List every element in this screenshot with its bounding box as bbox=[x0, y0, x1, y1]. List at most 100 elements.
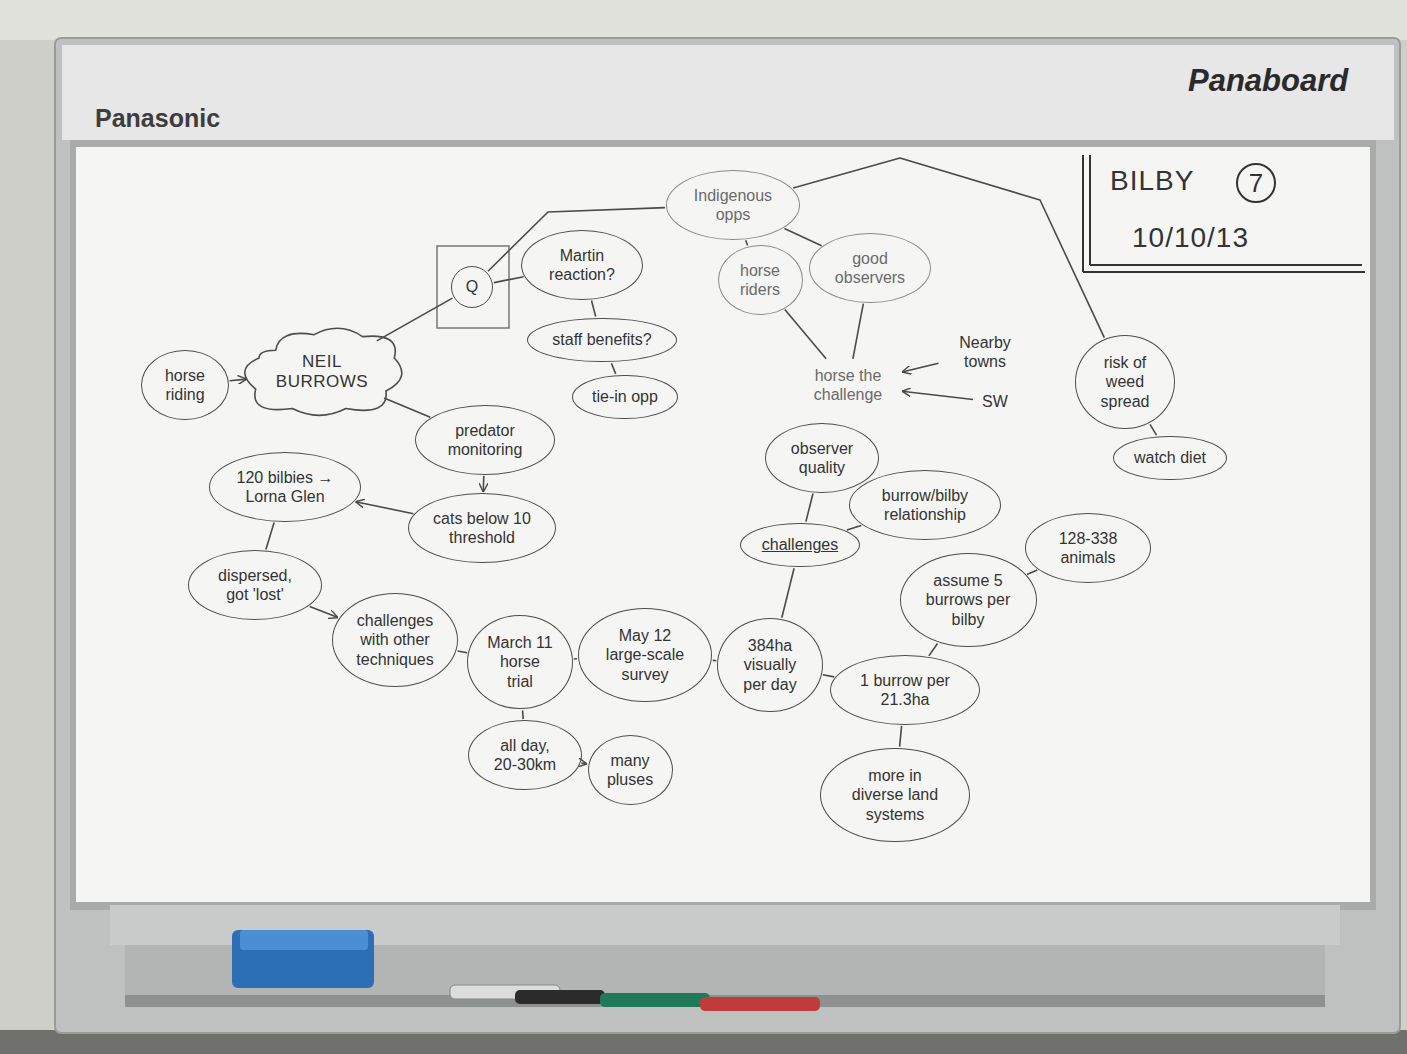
connector bbox=[574, 658, 577, 660]
connector bbox=[384, 398, 430, 417]
idea-ellipse: 120 bilbies → Lorna Glen bbox=[209, 452, 362, 522]
node-text: Nearby towns bbox=[948, 333, 1023, 371]
idea-ellipse: good observers bbox=[809, 233, 930, 303]
idea-ellipse: watch diet bbox=[1113, 436, 1227, 481]
board-title: BILBY bbox=[1110, 165, 1194, 197]
idea-ellipse: more in diverse land systems bbox=[820, 748, 970, 843]
cloud-node: NEIL BURROWS bbox=[239, 323, 406, 420]
connector bbox=[356, 502, 414, 514]
connector bbox=[592, 301, 596, 317]
connector bbox=[900, 726, 902, 747]
idea-ellipse: cats below 10 threshold bbox=[408, 493, 555, 563]
node-text: assume 5 burrows per bilby bbox=[923, 571, 1013, 629]
idea-ellipse: tie-in opp bbox=[572, 375, 678, 420]
brand-name: Panasonic bbox=[95, 104, 220, 133]
connector bbox=[1150, 424, 1157, 435]
node-text: observer quality bbox=[786, 439, 858, 477]
node-text: 384ha visually per day bbox=[737, 636, 803, 694]
connector bbox=[377, 298, 453, 341]
connector bbox=[784, 229, 821, 246]
node-text: good observers bbox=[831, 249, 909, 287]
connector bbox=[482, 476, 484, 492]
connector bbox=[793, 158, 1104, 338]
idea-ellipse: horse riding bbox=[141, 350, 229, 420]
connector bbox=[853, 304, 863, 359]
connector bbox=[581, 762, 587, 765]
node-text: 128-338 animals bbox=[1047, 529, 1129, 567]
connector bbox=[611, 363, 615, 374]
node-text: March 11 horse trial bbox=[487, 633, 553, 691]
idea-ellipse: March 11 horse trial bbox=[467, 615, 573, 710]
idea-ellipse: risk of weed spread bbox=[1075, 335, 1176, 430]
connector bbox=[1027, 570, 1037, 574]
idea-ellipse: May 12 large-scale survey bbox=[578, 608, 712, 703]
idea-ellipse: dispersed, got 'lost' bbox=[188, 550, 322, 620]
connector bbox=[266, 523, 274, 550]
node-text: Q bbox=[466, 277, 478, 296]
node-text: May 12 large-scale survey bbox=[601, 626, 689, 684]
connector bbox=[806, 494, 813, 522]
idea-ellipse: predator monitoring bbox=[415, 405, 555, 475]
connector bbox=[230, 379, 247, 381]
connector bbox=[713, 660, 717, 662]
idea-ellipse: observer quality bbox=[765, 423, 879, 493]
node-text: horse the challenge bbox=[803, 366, 893, 404]
question-circle: Q bbox=[451, 266, 494, 309]
connector bbox=[782, 568, 794, 618]
node-text: burrow/bilby relationship bbox=[874, 486, 976, 524]
idea-ellipse: 384ha visually per day bbox=[717, 618, 823, 713]
node-text: 120 bilbies → Lorna Glen bbox=[234, 468, 336, 506]
connector bbox=[847, 525, 861, 530]
idea-ellipse: staff benefits? bbox=[527, 318, 676, 363]
node-text: challenges bbox=[762, 535, 839, 554]
node-text: cats below 10 threshold bbox=[433, 509, 531, 547]
idea-ellipse: Martin reaction? bbox=[521, 230, 642, 300]
node-text: Indigenous opps bbox=[689, 186, 777, 224]
node-text: tie-in opp bbox=[592, 387, 658, 406]
connector bbox=[522, 710, 524, 719]
idea-ellipse: horse riders bbox=[718, 245, 803, 315]
node-text: horse riders bbox=[735, 261, 785, 299]
node-text: SW bbox=[982, 392, 1008, 411]
idea-ellipse: Indigenous opps bbox=[666, 170, 800, 240]
connector bbox=[902, 363, 939, 372]
note-text: SW bbox=[977, 389, 1013, 414]
idea-ellipse: challenges with other techniques bbox=[332, 593, 459, 688]
idea-ellipse: assume 5 burrows per bilby bbox=[900, 553, 1037, 648]
node-text: NEIL BURROWS bbox=[275, 352, 370, 393]
connector bbox=[823, 675, 834, 677]
node-text: watch diet bbox=[1134, 448, 1206, 467]
idea-ellipse: all day, 20-30km bbox=[468, 720, 582, 790]
idea-ellipse: 128-338 animals bbox=[1025, 513, 1152, 583]
note-text: Nearby towns bbox=[943, 330, 1028, 374]
node-text: dispersed, got 'lost' bbox=[211, 566, 299, 604]
node-text: many pluses bbox=[605, 751, 655, 789]
node-text: staff benefits? bbox=[552, 330, 651, 349]
connector bbox=[929, 644, 938, 656]
connector bbox=[902, 391, 973, 399]
node-text: risk of weed spread bbox=[1094, 353, 1156, 411]
idea-ellipse: many pluses bbox=[588, 735, 673, 805]
node-text: all day, 20-30km bbox=[489, 736, 561, 774]
node-text: challenges with other techniques bbox=[354, 611, 436, 669]
connector bbox=[746, 240, 748, 245]
idea-ellipse: challenges bbox=[740, 523, 860, 568]
node-text: predator monitoring bbox=[439, 421, 531, 459]
node-text: Martin reaction? bbox=[543, 246, 621, 284]
connector bbox=[310, 607, 338, 618]
node-text: 1 burrow per 21.3ha bbox=[855, 671, 955, 709]
connector bbox=[494, 277, 524, 283]
idea-ellipse: 1 burrow per 21.3ha bbox=[830, 655, 980, 725]
node-text: horse riding bbox=[159, 366, 211, 404]
note-text: horse the challenge bbox=[798, 363, 898, 407]
product-name: Panaboard bbox=[1188, 63, 1348, 99]
node-text: more in diverse land systems bbox=[845, 766, 945, 824]
date-label: 10/10/13 bbox=[1132, 222, 1249, 254]
idea-ellipse: burrow/bilby relationship bbox=[849, 470, 1002, 540]
connector bbox=[458, 651, 468, 653]
connector bbox=[785, 310, 826, 359]
